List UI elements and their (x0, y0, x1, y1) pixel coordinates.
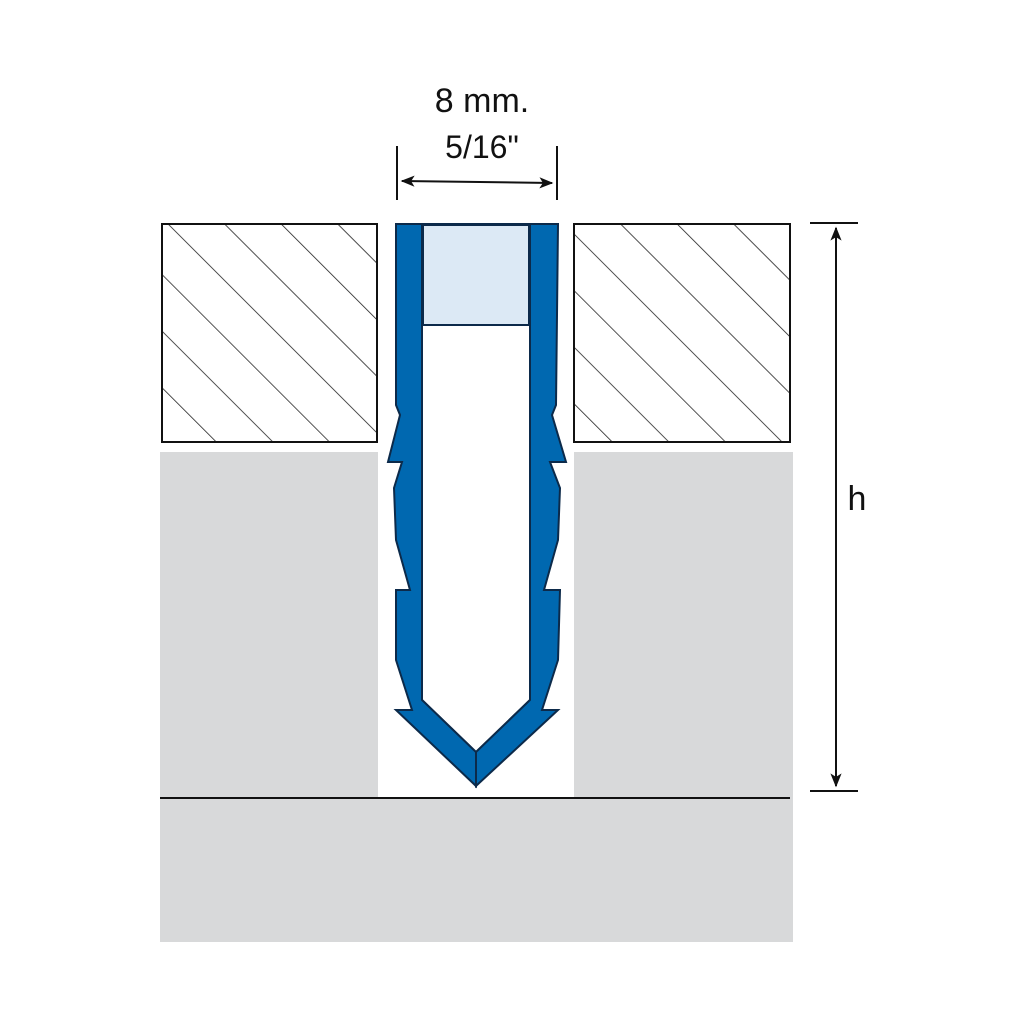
substrate-base (160, 798, 793, 942)
hatched-material (161, 223, 791, 443)
plug-left-wall (386, 223, 477, 789)
substrate (160, 452, 793, 942)
hatched-block-left (161, 223, 378, 443)
anchor-plug (386, 223, 568, 789)
height-dimension: h (810, 222, 867, 792)
substrate-right-block (574, 452, 793, 798)
substrate-left-block (160, 452, 378, 798)
width-imperial-label: 5/16" (445, 129, 519, 165)
width-dimension: 8 mm. 5/16" (396, 82, 558, 200)
height-label: h (848, 480, 867, 518)
plug-right-wall (475, 223, 568, 789)
hatched-block-right (573, 223, 791, 443)
width-metric-label: 8 mm. (435, 82, 529, 120)
plug-cap (422, 224, 530, 326)
width-arrow (400, 175, 554, 189)
